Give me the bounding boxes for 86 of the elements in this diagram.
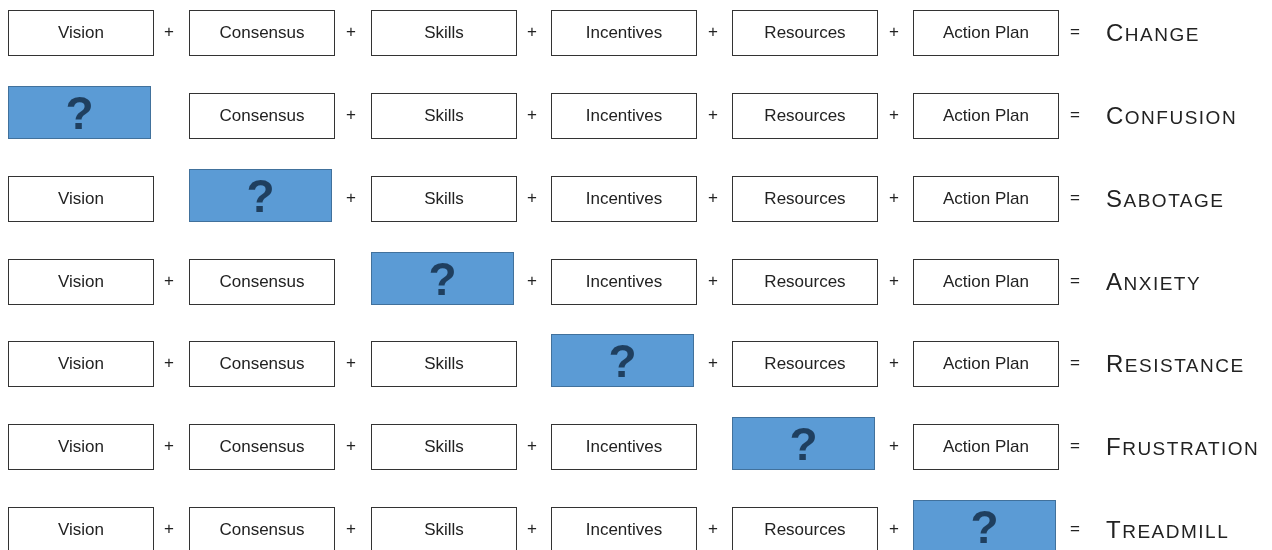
plus-sign: + bbox=[708, 105, 718, 125]
factor-box: Action Plan bbox=[913, 341, 1059, 387]
plus-sign: + bbox=[889, 271, 899, 291]
outcome-label: SABOTAGE bbox=[1106, 185, 1225, 213]
equals-sign: = bbox=[1070, 22, 1080, 42]
plus-sign: + bbox=[346, 353, 356, 373]
plus-sign: + bbox=[164, 271, 174, 291]
question-box: ? bbox=[8, 86, 151, 139]
plus-sign: + bbox=[889, 353, 899, 373]
plus-sign: + bbox=[708, 188, 718, 208]
question-box: ? bbox=[732, 417, 875, 470]
outcome-label: TREADMILL bbox=[1106, 516, 1230, 544]
factor-box: Action Plan bbox=[913, 424, 1059, 470]
factor-box: Incentives bbox=[551, 93, 697, 139]
factor-box: Incentives bbox=[551, 259, 697, 305]
factor-box: Incentives bbox=[551, 10, 697, 56]
plus-sign: + bbox=[527, 519, 537, 539]
factor-box: Skills bbox=[371, 93, 517, 139]
equals-sign: = bbox=[1070, 105, 1080, 125]
plus-sign: + bbox=[346, 188, 356, 208]
plus-sign: + bbox=[164, 519, 174, 539]
plus-sign: + bbox=[889, 105, 899, 125]
plus-sign: + bbox=[889, 22, 899, 42]
factor-box: Consensus bbox=[189, 10, 335, 56]
factor-box: Skills bbox=[371, 10, 517, 56]
plus-sign: + bbox=[708, 353, 718, 373]
plus-sign: + bbox=[164, 353, 174, 373]
outcome-label: CONFUSION bbox=[1106, 102, 1238, 130]
factor-box: Action Plan bbox=[913, 93, 1059, 139]
factor-box: Resources bbox=[732, 10, 878, 56]
factor-box: Vision bbox=[8, 341, 154, 387]
factor-box: Skills bbox=[371, 424, 517, 470]
factor-box: Action Plan bbox=[913, 259, 1059, 305]
plus-sign: + bbox=[346, 519, 356, 539]
question-box: ? bbox=[189, 169, 332, 222]
factor-box: Vision bbox=[8, 507, 154, 550]
factor-box: Consensus bbox=[189, 341, 335, 387]
factor-box: Resources bbox=[732, 93, 878, 139]
plus-sign: + bbox=[527, 436, 537, 456]
factor-box: Incentives bbox=[551, 176, 697, 222]
plus-sign: + bbox=[164, 436, 174, 456]
plus-sign: + bbox=[346, 436, 356, 456]
equals-sign: = bbox=[1070, 436, 1080, 456]
plus-sign: + bbox=[164, 22, 174, 42]
outcome-label: CHANGE bbox=[1106, 19, 1200, 47]
plus-sign: + bbox=[889, 436, 899, 456]
plus-sign: + bbox=[889, 188, 899, 208]
equals-sign: = bbox=[1070, 519, 1080, 539]
plus-sign: + bbox=[527, 271, 537, 291]
plus-sign: + bbox=[346, 22, 356, 42]
factor-box: Skills bbox=[371, 507, 517, 550]
factor-box: Action Plan bbox=[913, 10, 1059, 56]
factor-box: Resources bbox=[732, 259, 878, 305]
factor-box: Incentives bbox=[551, 424, 697, 470]
plus-sign: + bbox=[527, 22, 537, 42]
factor-box: Action Plan bbox=[913, 176, 1059, 222]
factor-box: Consensus bbox=[189, 424, 335, 470]
factor-box: Resources bbox=[732, 176, 878, 222]
question-box: ? bbox=[371, 252, 514, 305]
factor-box: Vision bbox=[8, 259, 154, 305]
equals-sign: = bbox=[1070, 353, 1080, 373]
factor-box: Consensus bbox=[189, 93, 335, 139]
factor-box: Consensus bbox=[189, 259, 335, 305]
plus-sign: + bbox=[527, 188, 537, 208]
question-box: ? bbox=[551, 334, 694, 387]
plus-sign: + bbox=[708, 22, 718, 42]
factor-box: Skills bbox=[371, 341, 517, 387]
plus-sign: + bbox=[889, 519, 899, 539]
factor-box: Incentives bbox=[551, 507, 697, 550]
plus-sign: + bbox=[708, 271, 718, 291]
outcome-label: ANXIETY bbox=[1106, 268, 1202, 296]
question-box: ? bbox=[913, 500, 1056, 550]
plus-sign: + bbox=[527, 105, 537, 125]
factor-box: Resources bbox=[732, 341, 878, 387]
plus-sign: + bbox=[708, 519, 718, 539]
factor-box: Skills bbox=[371, 176, 517, 222]
outcome-label: RESISTANCE bbox=[1106, 350, 1245, 378]
outcome-label: FRUSTRATION bbox=[1106, 433, 1260, 461]
factor-box: Consensus bbox=[189, 507, 335, 550]
plus-sign: + bbox=[346, 105, 356, 125]
factor-box: Resources bbox=[732, 507, 878, 550]
factor-box: Vision bbox=[8, 176, 154, 222]
equals-sign: = bbox=[1070, 188, 1080, 208]
factor-box: Vision bbox=[8, 424, 154, 470]
equals-sign: = bbox=[1070, 271, 1080, 291]
factor-box: Vision bbox=[8, 10, 154, 56]
